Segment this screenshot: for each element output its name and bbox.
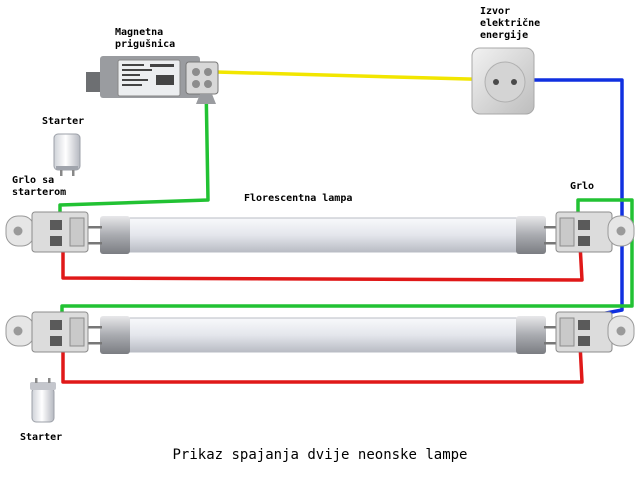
lamp-socket-icon: [555, 311, 635, 353]
ballast-icon: [86, 56, 219, 104]
starter-socket-label: Grlo sa starterom: [12, 175, 67, 198]
wall-socket-icon: [471, 47, 535, 115]
yellow-wire: [214, 70, 507, 82]
diagram-caption: Prikaz spajanja dvije neonske lampe: [172, 447, 468, 463]
starter-top-label: Starter: [42, 116, 85, 127]
power-source-label: Izvor električne energije: [480, 6, 541, 41]
fluorescent-tube-icon: [86, 216, 560, 254]
red-wire-top: [61, 242, 584, 282]
green-wire-link: [60, 198, 634, 322]
starter-bottom-label: Starter: [20, 432, 63, 443]
starter-icon: [53, 133, 81, 176]
red-wire-bottom: [61, 342, 584, 384]
lamp-socket-icon: [5, 311, 89, 353]
lamp-socket-icon: [5, 211, 89, 253]
starter-icon: [30, 378, 56, 423]
green-wire-ballast: [58, 80, 210, 216]
lamp-socket-icon: [555, 211, 635, 253]
socket-right-label: Grlo: [570, 181, 595, 192]
lamp-label: Florescentna lampa: [244, 193, 353, 204]
fluorescent-tube-icon: [86, 316, 560, 354]
ballast-label: Magnetna prigušnica: [115, 27, 176, 50]
